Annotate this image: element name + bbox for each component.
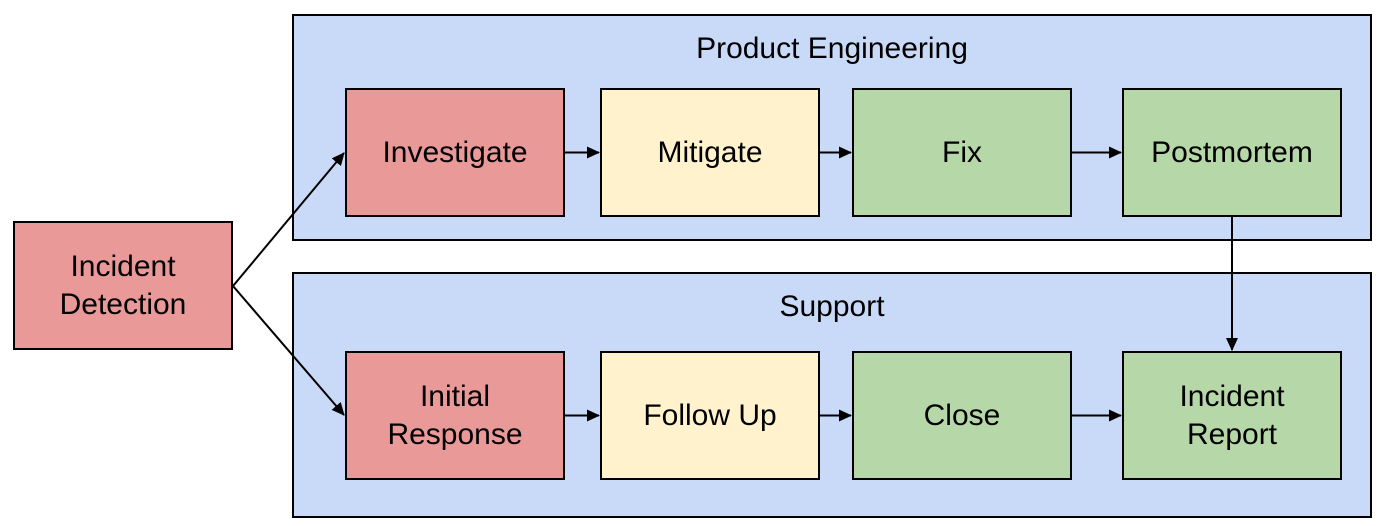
node-initial-response[interactable]: Initial Response: [345, 351, 565, 480]
node-close-label: Close: [923, 398, 1001, 432]
node-fix[interactable]: Fix: [852, 88, 1072, 217]
node-close[interactable]: Close: [852, 351, 1072, 480]
node-investigate-label: Investigate: [382, 135, 528, 169]
node-incident-report-label: Incident Report: [1179, 380, 1285, 451]
node-mitigate-label: Mitigate: [657, 135, 763, 169]
node-fix-label: Fix: [942, 135, 982, 169]
node-follow-up[interactable]: Follow Up: [600, 351, 820, 480]
node-postmortem[interactable]: Postmortem: [1122, 88, 1342, 217]
lane-support-title: Support: [779, 290, 885, 323]
lane-product-engineering-title: Product Engineering: [696, 32, 968, 65]
node-incident-detection[interactable]: Incident Detection: [13, 221, 233, 350]
node-initial-response-label: Initial Response: [387, 380, 523, 451]
node-incident-report[interactable]: Incident Report: [1122, 351, 1342, 480]
node-investigate[interactable]: Investigate: [345, 88, 565, 217]
node-postmortem-label: Postmortem: [1151, 135, 1313, 169]
node-incident-detection-label: Incident Detection: [59, 250, 187, 321]
lane-support[interactable]: Support Initial Response Follow Up Close…: [292, 272, 1372, 518]
node-mitigate[interactable]: Mitigate: [600, 88, 820, 217]
lane-product-engineering[interactable]: Product Engineering Investigate Mitigate…: [292, 14, 1372, 241]
node-follow-up-label: Follow Up: [643, 398, 777, 432]
